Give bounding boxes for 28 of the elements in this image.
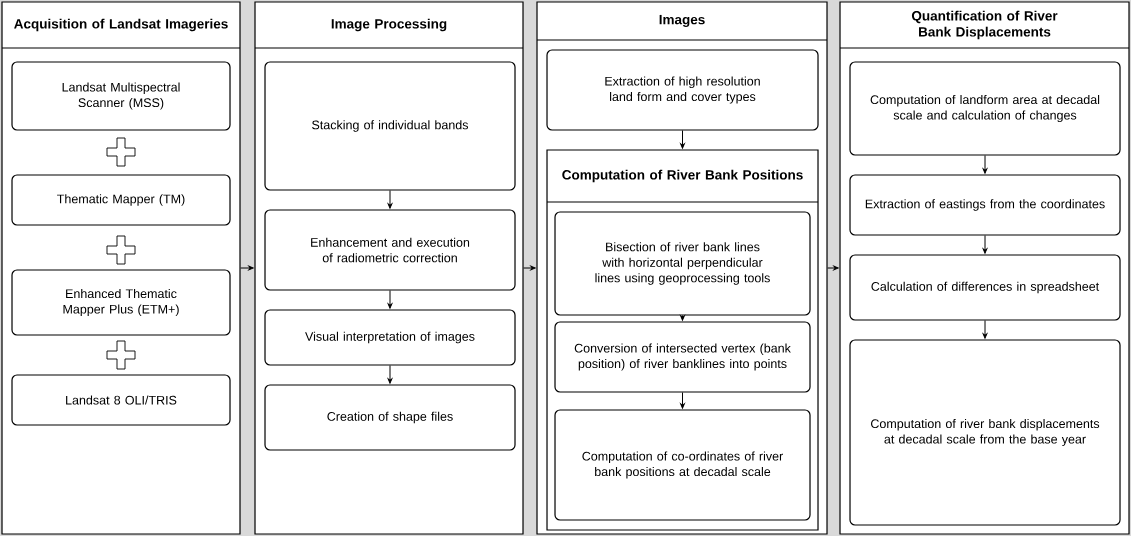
process-box: Computation of landform area at decadal scale and calculation of changes [849,61,1121,156]
arrow [982,155,988,174]
arrow [827,265,839,271]
arrow [387,290,393,309]
process-box: Visual interpretation of images [264,309,516,366]
process-box: Bisection of river bank lines with horizontal perpendicular lines using geoprocessing tools [554,211,811,316]
process-box: Calculation of differences in spreadsheet [849,254,1121,321]
process-box: Thematic Mapper (TM) [11,174,231,226]
process-box: Computation of co-ordinates of river bank positions at decadal scale [554,409,811,521]
arrow [240,265,254,271]
process-box: Landsat 8 OLI/TRIS [11,374,231,426]
process-box: Stacking of individual bands [264,61,516,191]
process-box: Extraction of high resolution land form and cover types [546,49,819,131]
arrow [387,190,393,209]
process-box: Enhanced Thematic Mapper Plus (ETM+) [11,269,231,336]
arrow [387,365,393,384]
process-box: Conversion of intersected vertex (bank position) of river banklines into points [554,321,811,393]
arrow [523,265,536,271]
arrow [982,235,988,254]
process-box: Landsat Multispectral Scanner (MSS) [11,61,231,131]
arrow [680,392,685,409]
process-box: Extraction of eastings from the coordinates [849,174,1121,236]
arrow [982,320,988,339]
arrow [680,315,685,321]
process-box: Creation of shape files [264,384,516,451]
process-box: Computation of river bank displacements at decadal scale from the base year [849,339,1121,526]
process-box: Enhancement and execution of radiometric correction [264,209,516,291]
arrow [680,130,685,149]
